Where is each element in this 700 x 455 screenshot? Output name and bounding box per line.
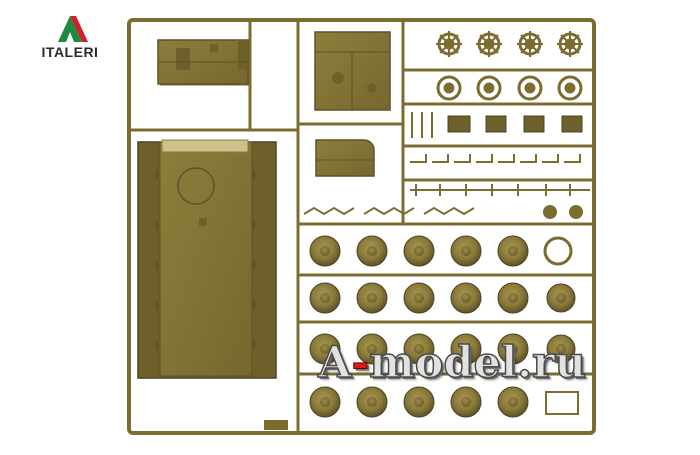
sprue-frame [127,18,596,435]
deck-plate-part [314,31,391,111]
road-wheel-row-3 [309,333,576,365]
road-wheels [309,235,579,418]
idler-row [436,75,583,101]
watermark-dot: - [351,338,370,389]
road-wheel-row-1 [309,235,573,267]
sprocket-row [436,31,583,57]
road-wheel-row-4 [309,386,579,418]
small-parts-row [411,112,583,138]
hatch-part [315,139,375,177]
logo-text: ITALERI [41,44,99,60]
watermark-prefix: A [317,337,352,389]
track-guard-row [303,205,583,219]
road-wheel-row-2 [309,282,576,314]
logo-mark-icon [58,16,88,42]
watermark-text: A-model.ru [317,337,587,389]
sprue-runners [129,20,594,433]
sprue-tab [264,420,288,430]
hull-plate-part [137,139,277,379]
watermark-suffix: model.ru [368,337,587,389]
lever-row [410,154,590,196]
italeri-logo: ITALERI [30,14,110,64]
rear-plate-part [157,39,249,85]
